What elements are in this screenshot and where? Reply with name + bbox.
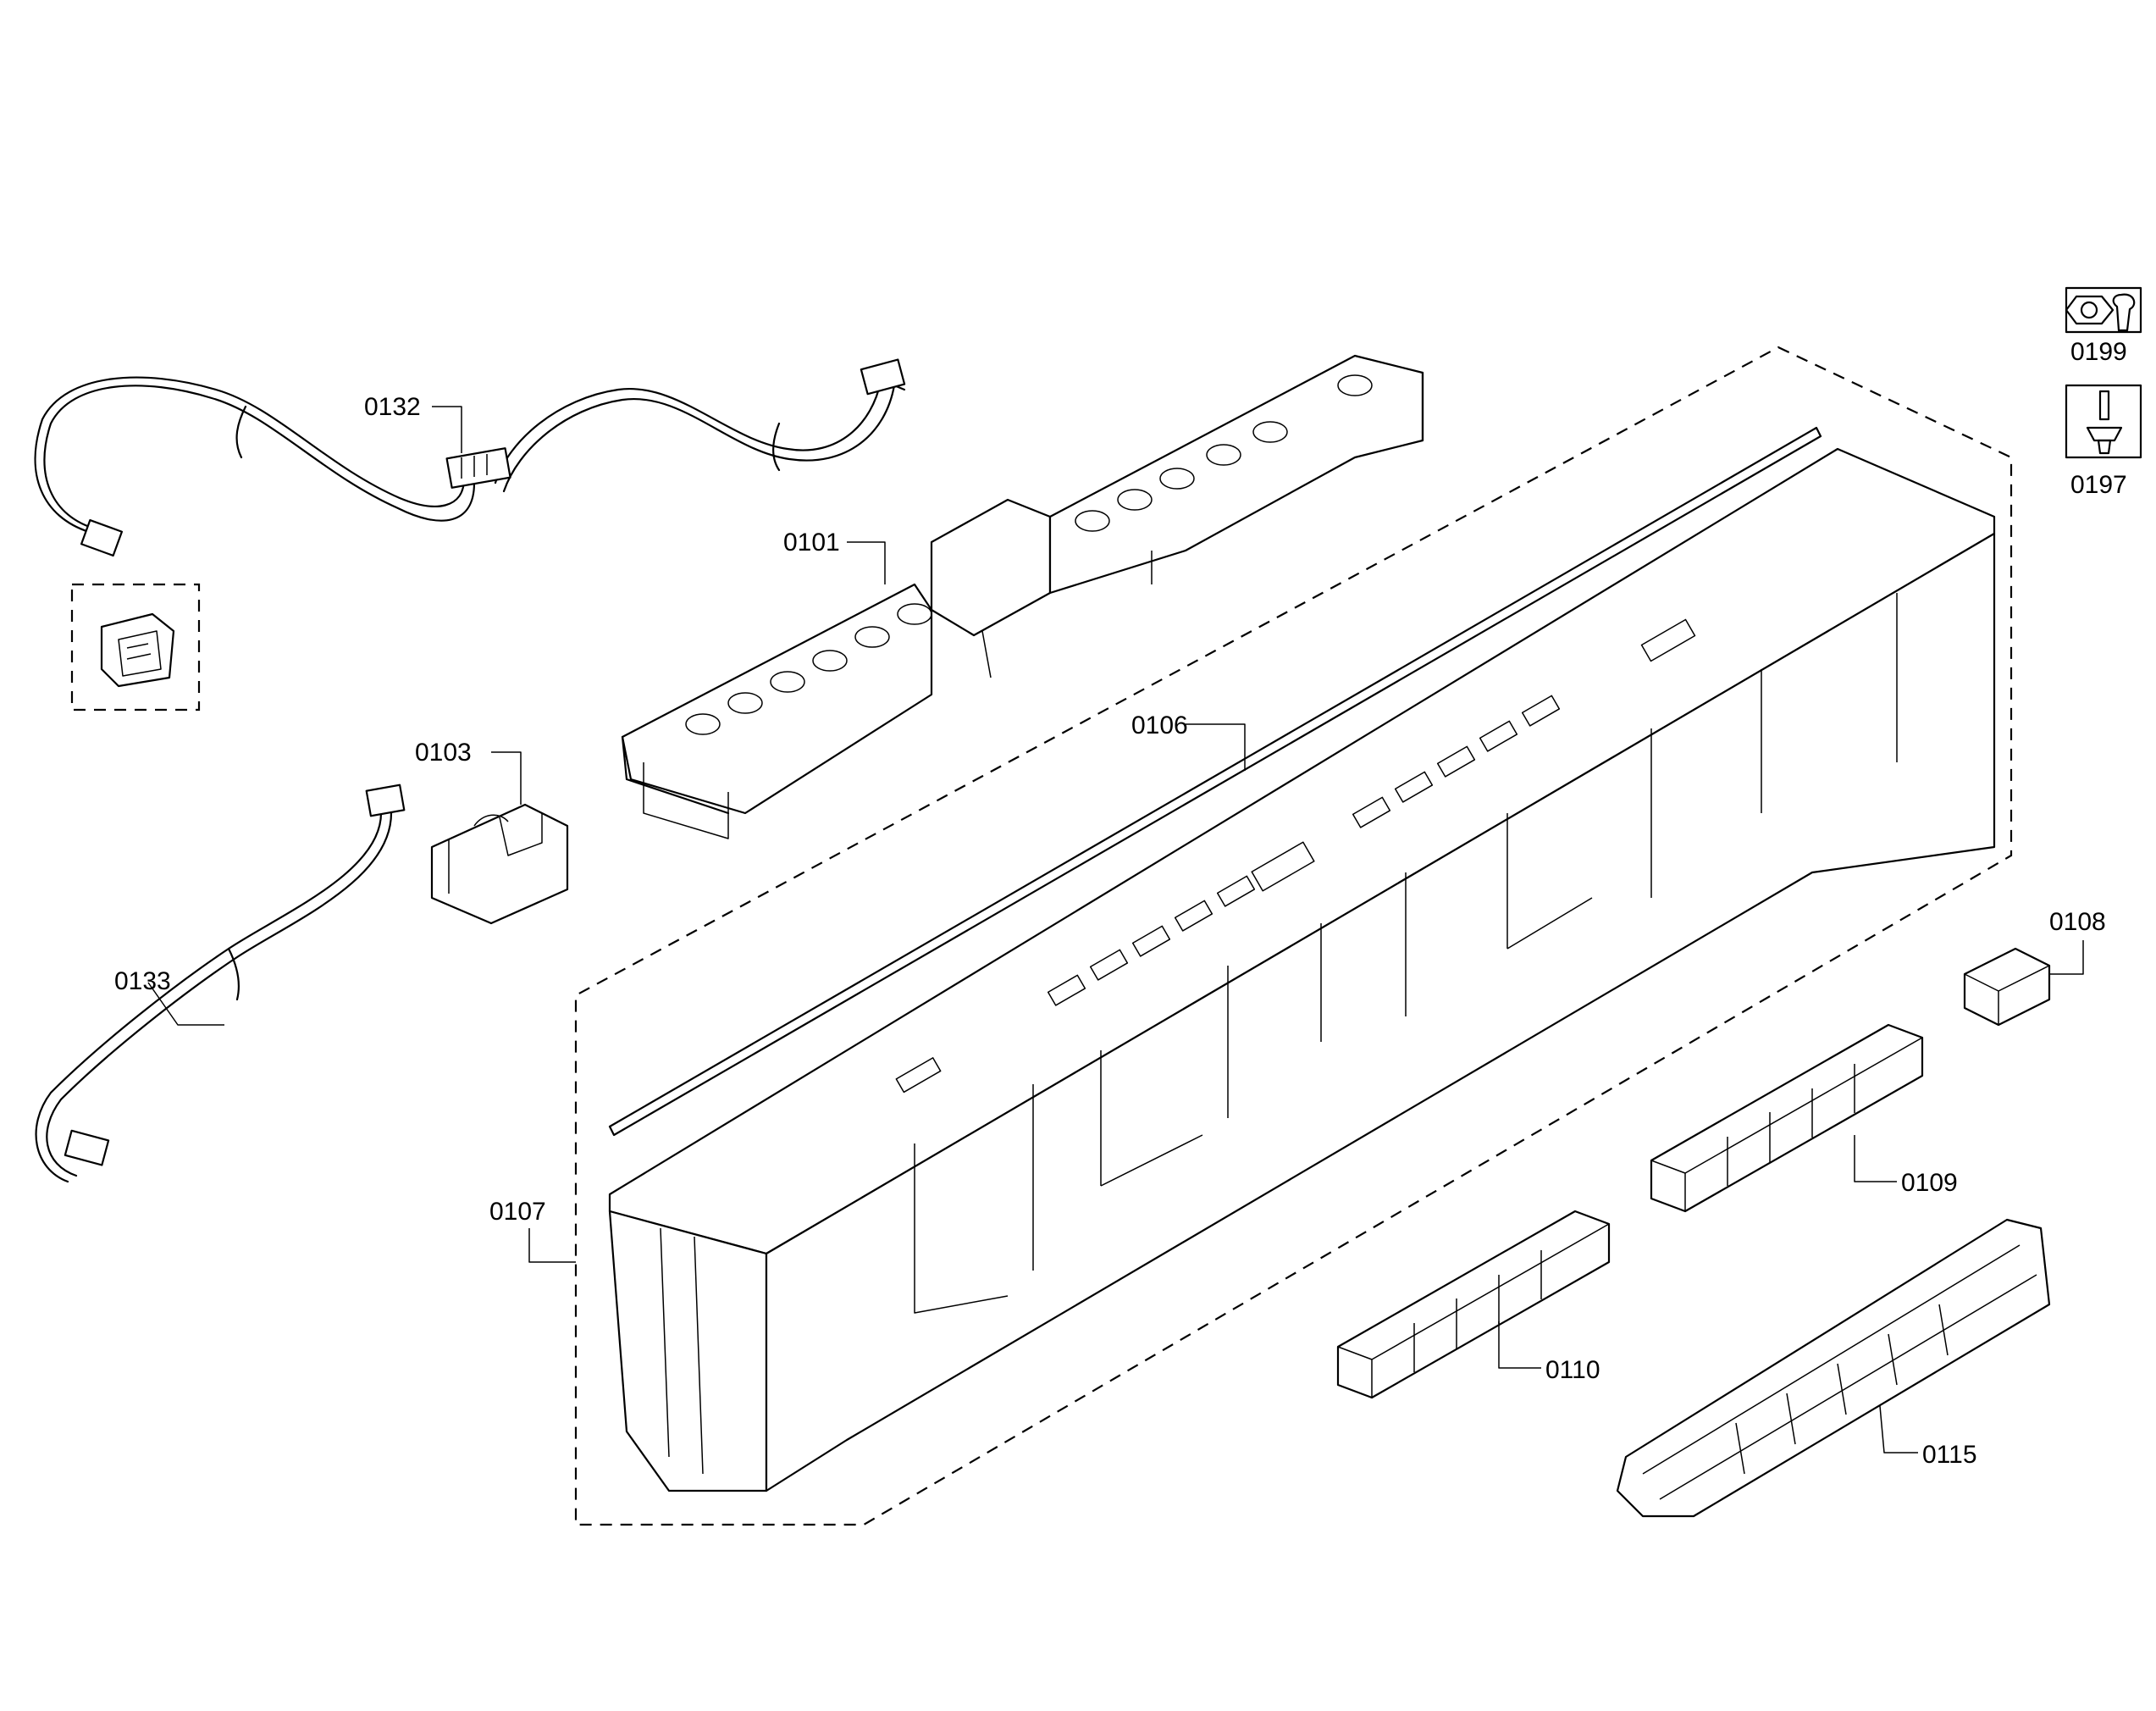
label-0132: 0132	[364, 393, 421, 421]
label-0106: 0106	[1131, 712, 1188, 739]
label-0199: 0199	[2070, 338, 2127, 366]
part-0109-button-strip	[1650, 1023, 1924, 1213]
label-0103: 0103	[415, 739, 472, 767]
part-0115-cover	[1616, 1218, 2051, 1518]
label-0108: 0108	[2049, 908, 2106, 936]
label-0110: 0110	[1545, 1356, 1600, 1384]
screwdriver-icon	[2065, 384, 2142, 459]
detail-inset	[70, 583, 201, 712]
part-0110-button-strip	[1336, 1210, 1611, 1399]
part-0108-cap	[1963, 947, 2051, 1027]
part-0101-control-module	[621, 354, 1424, 839]
label-0115: 0115	[1922, 1441, 1977, 1469]
part-0107-panel-housing	[608, 447, 1996, 1492]
label-0109: 0109	[1901, 1169, 1958, 1197]
leader-lines	[147, 406, 2084, 1454]
nut-and-wrench-icon	[2065, 286, 2142, 334]
label-0133: 0133	[114, 967, 171, 995]
callout-labels: 0132 0101 0103 0106 0133 0107 0108 0109 …	[114, 338, 2127, 1469]
part-0106-seal-rod	[608, 426, 1822, 1137]
part-0103-small-module	[430, 803, 569, 925]
part-0133-cable	[35, 784, 406, 1183]
part-0132-wire-harness	[34, 358, 906, 557]
label-0107: 0107	[489, 1198, 546, 1226]
label-0101: 0101	[783, 529, 840, 556]
label-0197: 0197	[2070, 471, 2127, 499]
